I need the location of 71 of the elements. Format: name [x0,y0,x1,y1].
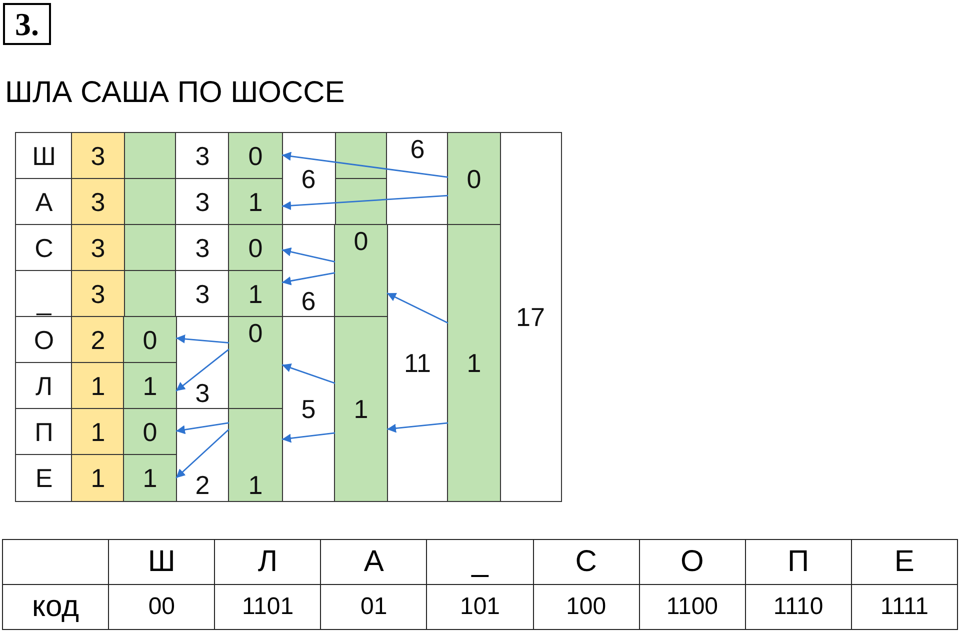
code-bit-cell: 0 [229,317,282,409]
count-cell: 3 [72,225,124,271]
count-cell: 1 [72,409,124,455]
count-cell: 1 [72,455,124,501]
code-value: 101 [426,584,534,630]
count-cell: 2 [72,317,124,363]
code-bit-cell: 1 [229,409,282,501]
code-bit-cell: 1 [124,363,176,409]
code-value: 1101 [214,584,321,630]
arrow [282,364,336,384]
letter-cell: О [16,317,72,363]
letter-header: Е [851,540,958,584]
count-cell: 3 [72,271,124,317]
arrow [176,422,230,434]
letter-cell: С [16,225,72,271]
code-bit-cell: 0 [448,133,500,225]
count-cell: 3 [72,179,124,225]
code-bit-cell: 1 [124,455,176,501]
code-value: 01 [320,584,427,630]
code-value: 1100 [639,584,746,630]
sum-cell: 3 [176,317,229,409]
arrow [282,152,448,178]
arrow [282,247,336,262]
code-bit-cell: 0 [124,317,176,363]
arrow [176,348,230,392]
letter-cell: _ [16,271,72,317]
sum-cell: 2 [176,409,229,501]
code-bit-cell: 1 [229,271,282,317]
arrow [176,334,230,344]
letter-header: _ [426,540,534,584]
letter-cell: Л [16,363,72,409]
letter-header: О [639,540,746,584]
letter-cell: Ш [16,133,72,179]
sum-cell: 11 [387,225,448,501]
sum-cell: 6 [282,225,335,317]
arrow [282,432,336,443]
sum-cell: 6 [282,133,335,225]
letter-header: Ш [108,540,215,584]
code-value: 100 [533,584,640,630]
code-bit-cell: 0 [229,133,282,179]
arrow [386,292,448,324]
letter-header: С [533,540,640,584]
arrow [176,428,230,479]
code-value: 00 [108,584,215,630]
title: ШЛА САША ПО ШОССЕ [5,76,345,110]
code-bit-cell: 1 [448,225,500,501]
letter-header: П [745,540,852,584]
code-bit-cell: 0 [124,409,176,455]
task-number: 3. [3,3,51,45]
count-cell: 3 [72,133,124,179]
code-value: 1111 [851,584,958,630]
sum-cell: 5 [282,317,335,501]
sum-cell: 3 [176,225,229,271]
arrow [386,422,448,433]
count-cell: 1 [72,363,124,409]
letter-cell: А [16,179,72,225]
sum-cell: 3 [176,271,229,317]
sum-cell: 3 [176,133,229,179]
letter-header: А [320,540,427,584]
code-bit-cell: 1 [229,179,282,225]
code-bit-cell: 0 [335,225,387,317]
arrow [282,194,448,210]
arrow [282,272,336,286]
letter-cell: П [16,409,72,455]
sum-cell: 3 [176,179,229,225]
code-value: 1110 [745,584,852,630]
sum-cell: 6 [387,133,448,225]
letter-header: Л [214,540,321,584]
code-bit-cell: 1 [335,317,387,501]
code-bit-cell: 0 [229,225,282,271]
row-header: код [2,584,109,630]
